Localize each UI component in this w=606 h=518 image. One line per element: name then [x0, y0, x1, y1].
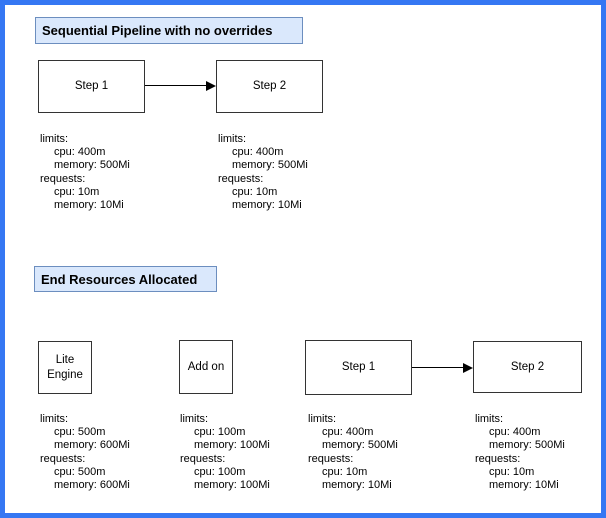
requests-memory: memory: 10Mi — [54, 199, 124, 212]
arrowhead-right-icon — [463, 363, 473, 373]
limits-memory: memory: 500Mi — [54, 159, 130, 172]
node-step-2: Step 2 — [216, 60, 323, 113]
arrowhead-right-icon — [206, 81, 216, 91]
limits-cpu: cpu: 400m — [232, 146, 284, 159]
limits-heading: limits: — [475, 413, 504, 425]
resources-step-2: limits: cpu: 400m memory: 500Mi requests… — [218, 133, 308, 212]
requests-cpu: cpu: 10m — [322, 465, 368, 478]
limits-heading: limits: — [218, 133, 247, 145]
node-lite-engine-label: Lite Engine — [47, 353, 83, 381]
connector-step1-to-step2-bottom — [412, 362, 473, 374]
section-2-title: End Resources Allocated — [34, 266, 217, 292]
limits-heading: limits: — [40, 133, 69, 145]
requests-cpu: cpu: 10m — [489, 465, 535, 478]
node-step-2-label: Step 2 — [252, 80, 287, 92]
resources-lite-engine: limits: cpu: 500m memory: 600Mi requests… — [40, 413, 130, 492]
requests-heading: requests: — [40, 452, 86, 465]
resources-add-on: limits: cpu: 100m memory: 100Mi requests… — [180, 413, 270, 492]
limits-memory: memory: 600Mi — [54, 439, 130, 452]
resources-step-1-bottom: limits: cpu: 400m memory: 500Mi requests… — [308, 413, 398, 492]
node-step-1-bottom-label: Step 1 — [341, 361, 376, 373]
requests-cpu: cpu: 10m — [232, 185, 278, 198]
requests-heading: requests: — [218, 172, 264, 185]
limits-memory: memory: 100Mi — [194, 439, 270, 452]
requests-cpu: cpu: 500m — [54, 465, 106, 478]
requests-memory: memory: 600Mi — [54, 479, 130, 492]
limits-heading: limits: — [308, 413, 337, 425]
requests-memory: memory: 10Mi — [322, 479, 392, 492]
requests-memory: memory: 10Mi — [489, 479, 559, 492]
limits-cpu: cpu: 500m — [54, 426, 106, 439]
limits-memory: memory: 500Mi — [322, 439, 398, 452]
limits-cpu: cpu: 400m — [489, 426, 541, 439]
requests-cpu: cpu: 100m — [194, 465, 246, 478]
requests-heading: requests: — [40, 172, 86, 185]
node-lite-engine: Lite Engine — [38, 341, 92, 394]
limits-heading: limits: — [180, 413, 209, 425]
node-add-on: Add on — [179, 340, 233, 394]
requests-heading: requests: — [308, 452, 354, 465]
arrow-line — [412, 367, 465, 369]
node-add-on-label: Add on — [187, 360, 225, 373]
connector-step1-to-step2 — [145, 80, 216, 92]
requests-memory: memory: 100Mi — [194, 479, 270, 492]
requests-cpu: cpu: 10m — [54, 185, 100, 198]
diagram-canvas: Sequential Pipeline with no overrides St… — [5, 5, 601, 513]
limits-memory: memory: 500Mi — [489, 439, 565, 452]
limits-cpu: cpu: 100m — [194, 426, 246, 439]
resources-step-1: limits: cpu: 400m memory: 500Mi requests… — [40, 133, 130, 212]
node-step-1-label: Step 1 — [74, 80, 109, 92]
requests-heading: requests: — [180, 452, 226, 465]
limits-heading: limits: — [40, 413, 69, 425]
arrow-line — [145, 85, 208, 87]
limits-cpu: cpu: 400m — [54, 146, 106, 159]
node-step-1-bottom: Step 1 — [305, 340, 412, 395]
node-step-2-bottom-label: Step 2 — [510, 360, 545, 373]
limits-cpu: cpu: 400m — [322, 426, 374, 439]
node-step-2-bottom: Step 2 — [473, 341, 582, 393]
limits-memory: memory: 500Mi — [232, 159, 308, 172]
requests-heading: requests: — [475, 452, 521, 465]
requests-memory: memory: 10Mi — [232, 199, 302, 212]
node-step-1: Step 1 — [38, 60, 145, 113]
section-1-title: Sequential Pipeline with no overrides — [35, 17, 303, 44]
resources-step-2-bottom: limits: cpu: 400m memory: 500Mi requests… — [475, 413, 565, 492]
